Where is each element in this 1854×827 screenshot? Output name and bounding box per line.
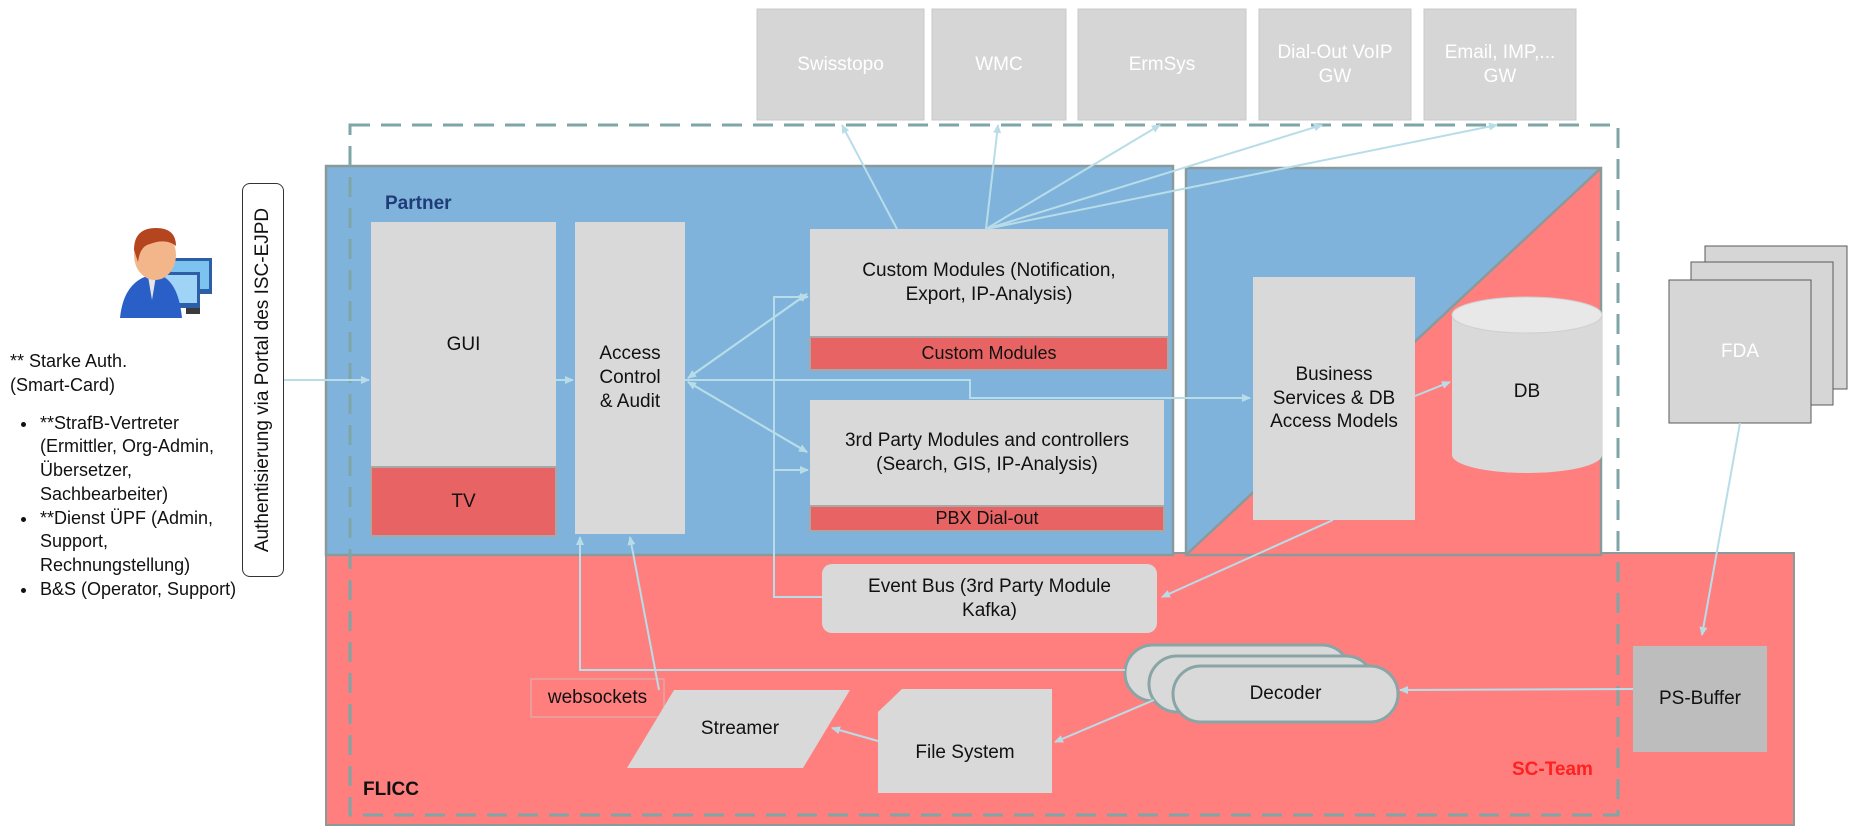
websockets-box	[530, 678, 665, 718]
tv-label: TV	[451, 490, 476, 512]
fda-label: FDA	[1721, 340, 1759, 362]
db-cylinder	[1451, 296, 1603, 473]
event-bus-box	[822, 564, 1157, 633]
user-roles: ** Starke Auth. (Smart-Card) **StrafB-Ve…	[10, 350, 240, 602]
ermsys-box	[1077, 8, 1247, 121]
db-label: DB	[1513, 381, 1541, 403]
pbx-bar	[809, 505, 1165, 532]
custom-modules-bar	[809, 336, 1169, 371]
streamer-label: Streamer	[700, 718, 780, 740]
third-party-label: 3rd Party Modules and controllers (Searc…	[844, 429, 1130, 475]
role-list: **StrafB-Vertreter (Ermittler, Org-Admin…	[10, 412, 240, 602]
portal-label: Authentisierung via Portal des ISC-EJPD	[252, 207, 273, 553]
wmc-label: WMC	[975, 53, 1023, 75]
websockets-label: websockets	[547, 687, 648, 709]
role-item: **Dienst ÜPF (Admin, Support, Rechnungst…	[38, 507, 240, 578]
portal-box: Authentisierung via Portal des ISC-EJPD	[242, 183, 284, 577]
business-services-label: Business Services & DB Access Models	[1270, 363, 1398, 433]
event-bus-label: Event Bus (3rd Party Module Kafka)	[868, 575, 1111, 621]
swisstopo-label: Swisstopo	[797, 53, 884, 75]
ps-buffer-box	[1633, 646, 1767, 752]
flicc-boundary	[348, 123, 1620, 817]
ps-buffer-label: PS-Buffer	[1658, 688, 1742, 710]
business-services-box	[1253, 277, 1415, 520]
access-control-box	[575, 222, 685, 534]
wmc-box	[931, 8, 1067, 121]
decoder-stack	[1123, 643, 1400, 724]
tv-box	[370, 466, 557, 537]
role-item: B&S (Operator, Support)	[38, 578, 240, 602]
partner-title: Partner	[385, 193, 452, 214]
ermsys-label: ErmSys	[1128, 53, 1196, 75]
file-system-label: File System	[915, 741, 1015, 763]
sc-team-title: SC-Team	[1512, 759, 1593, 780]
auth-note: ** Starke Auth. (Smart-Card)	[10, 351, 128, 395]
gui-box	[371, 222, 556, 467]
access-control-label: Access Control & Audit	[599, 343, 661, 412]
file-system-shape	[878, 689, 1052, 793]
custom-modules-label: Custom Modules (Notification, Export, IP…	[862, 259, 1116, 305]
custom-modules-bar-label: Custom Modules	[921, 343, 1057, 364]
user-icon	[120, 228, 212, 318]
streamer-shape	[627, 690, 850, 768]
third-party-box	[810, 400, 1164, 505]
connector-arrows	[284, 122, 1741, 743]
fda-stack	[1668, 245, 1848, 424]
gui-label: GUI	[446, 333, 481, 355]
dialout-gw-label: Dial-Out VoIP GW	[1277, 41, 1393, 87]
pbx-bar-label: PBX Dial-out	[935, 508, 1039, 529]
swisstopo-box	[756, 8, 925, 121]
decoder-label: Decoder	[1249, 683, 1322, 705]
dialout-gw-box	[1258, 8, 1412, 121]
flicc-title: FLICC	[363, 779, 419, 800]
custom-modules-box	[810, 229, 1168, 336]
role-item: **StrafB-Vertreter (Ermittler, Org-Admin…	[38, 412, 240, 507]
email-gw-label: Email, IMP,... GW	[1444, 41, 1556, 87]
email-gw-box	[1423, 8, 1577, 121]
